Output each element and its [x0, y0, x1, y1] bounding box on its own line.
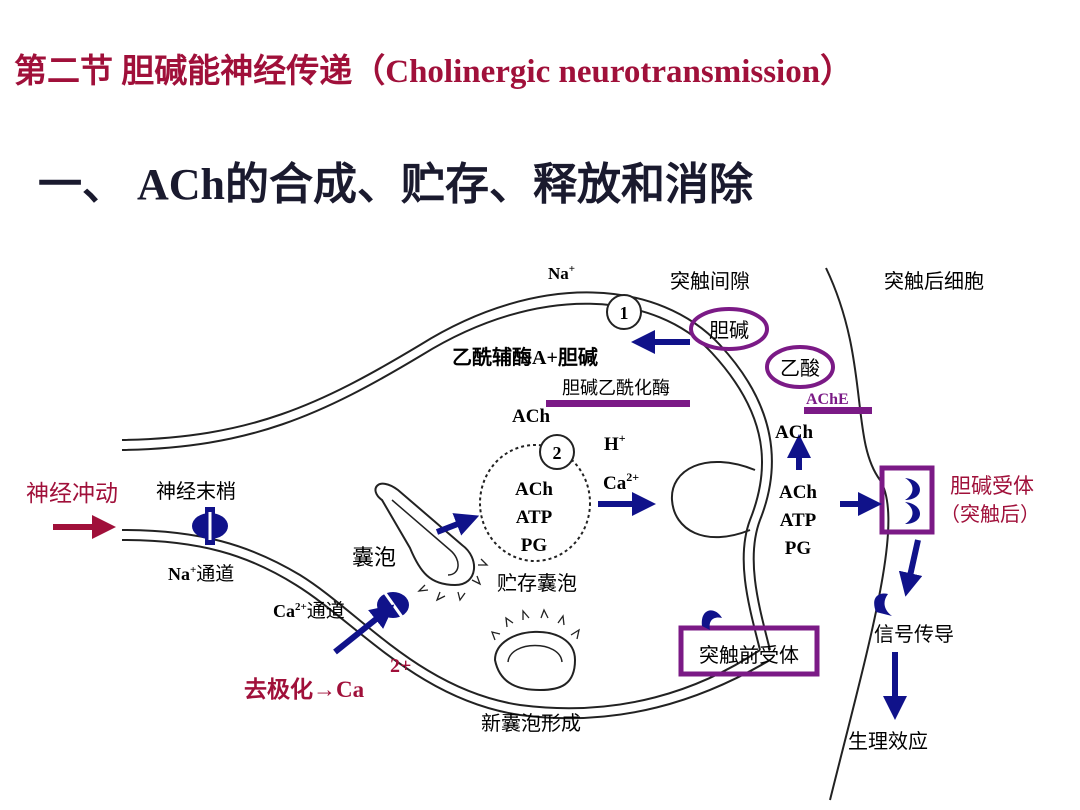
signal-transduction-label: 信号传导	[874, 623, 954, 646]
acetic-acid-oval	[765, 345, 835, 389]
storage-vesicle-circle	[479, 444, 591, 562]
ache-bar	[804, 407, 872, 414]
fusing-vesicle	[670, 461, 756, 539]
vesicle-ach-label: ACh	[515, 479, 553, 500]
postsynaptic-receptor-shapes	[905, 478, 920, 524]
flow-arrows	[333, 330, 923, 720]
ach-right-upper-label: ACh	[775, 422, 813, 443]
subsection-title: 一、 ACh的合成、贮存、释放和消除	[38, 160, 754, 209]
sodium-channel	[192, 507, 228, 545]
nerve-impulse-label: 神经冲动	[26, 481, 118, 506]
vesicle-pg-label: PG	[521, 535, 548, 556]
new-vesicle-forming	[493, 630, 577, 692]
presynaptic-receptor-box	[678, 625, 820, 677]
ach-upper-label: ACh	[512, 406, 550, 427]
receptor-to-signal-arrow	[898, 539, 923, 597]
choline-acetylase-label: 胆碱乙酰化酶	[562, 378, 670, 398]
released-atp-label: ATP	[780, 510, 817, 531]
clathrin-coat-new	[490, 608, 580, 641]
choline-oval	[689, 307, 769, 351]
depolarization-label: 去极化→Ca	[244, 676, 365, 702]
acetyl-coa-choline-label: 乙酰辅酶A+胆碱	[452, 345, 598, 369]
signal-receptor-shape	[874, 593, 892, 616]
na-top-label: Na+	[548, 263, 575, 283]
vesicle-label: 囊泡	[352, 545, 396, 570]
new-vesicle-label: 新囊泡形成	[481, 712, 581, 735]
postsynaptic-membrane	[825, 267, 890, 801]
step-1-label: 1	[620, 303, 629, 323]
h-ion-label: H+	[604, 431, 626, 455]
vesicle-atp-label: ATP	[516, 507, 553, 528]
presynaptic-membrane	[121, 291, 773, 720]
depolarization-sup-label: 2+	[390, 655, 411, 677]
section-title: 第二节 胆碱能神经传递（Cholinergic neurotransmissio…	[14, 54, 854, 90]
step-1-circle	[606, 294, 642, 330]
choline-receptor-label: 胆碱受体	[950, 474, 1034, 498]
ca-ion-label: Ca2+	[603, 470, 639, 494]
acetic-acid-label: 乙酸	[780, 357, 820, 380]
vesicle-bud	[374, 482, 476, 587]
ca-channel-label: Ca2+通道	[273, 600, 345, 622]
synaptic-cleft-label: 突触间隙	[670, 270, 750, 293]
nerve-terminal-label: 神经末梢	[156, 480, 236, 503]
calcium-influx-arrow	[333, 604, 395, 655]
released-pg-label: PG	[785, 538, 812, 559]
choline-receptor-post-label: （突触后）	[940, 503, 1040, 526]
postsynaptic-cell-label: 突触后细胞	[884, 270, 984, 293]
na-channel-label: Na+通道	[168, 563, 234, 585]
clathrin-coat-bud	[417, 558, 489, 602]
presynaptic-receptor-label: 突触前受体	[699, 644, 799, 667]
to-vesicle-arrow	[435, 513, 480, 536]
choline-receptor-box	[879, 465, 935, 535]
physiological-effect-label: 生理效应	[848, 730, 928, 753]
choline-acetylase-bar	[546, 400, 690, 407]
released-ach-label: ACh	[779, 482, 817, 503]
presynaptic-receptor-shape	[701, 610, 722, 630]
step-2-circle	[539, 434, 575, 470]
storage-vesicle-label: 贮存囊泡	[497, 572, 577, 595]
step-2-label: 2	[553, 443, 562, 463]
ache-label: AChE	[806, 391, 849, 408]
choline-label: 胆碱	[709, 319, 749, 342]
